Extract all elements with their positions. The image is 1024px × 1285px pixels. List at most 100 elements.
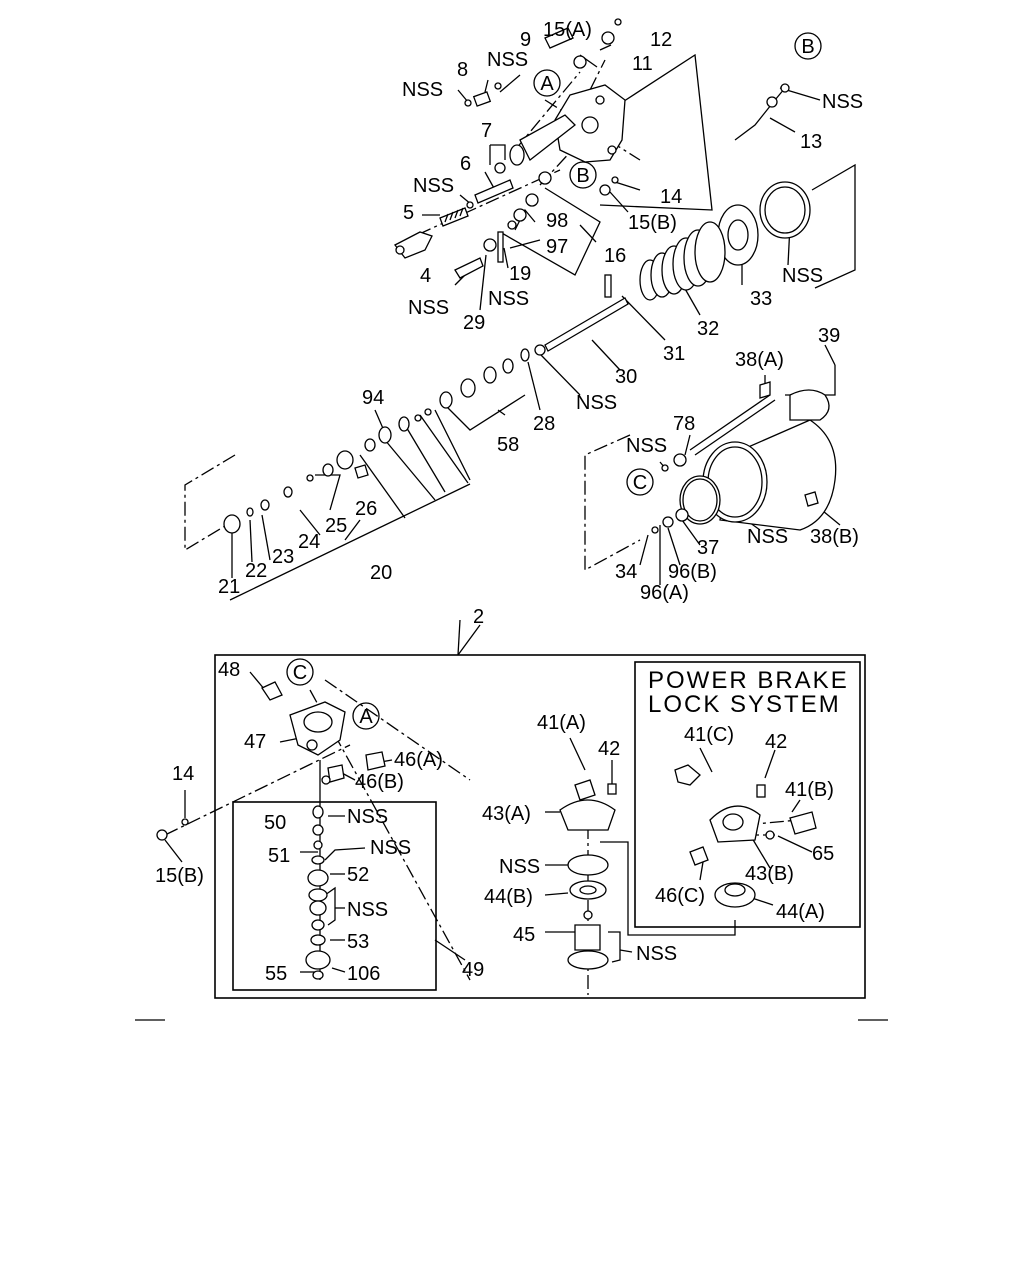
callout-label: NSS	[413, 175, 454, 197]
reference-markers: A B B C C A	[286, 32, 822, 730]
booster-shell	[651, 381, 837, 534]
callout-label: NSS	[402, 79, 443, 101]
callout-label: 78	[673, 413, 695, 435]
ref-marker-c-mid: C	[626, 468, 654, 496]
callout-label: 30	[615, 366, 637, 388]
callout-label: 50	[264, 812, 286, 834]
callout-label: 51	[268, 845, 290, 867]
callout-label: 41(C)	[684, 724, 734, 746]
callout-label: 42	[598, 738, 620, 760]
callout-label: NSS	[822, 91, 863, 113]
callout-label: 43(B)	[745, 863, 794, 885]
callout-label: 106	[347, 963, 380, 985]
callout-label: 46(B)	[355, 771, 404, 793]
valve-subassembly-box	[232, 801, 437, 991]
callout-label: 9	[520, 29, 531, 51]
callout-label: 14	[172, 763, 194, 785]
callout-label: 6	[460, 153, 471, 175]
callout-label: 48	[218, 659, 240, 681]
callout-label: NSS	[408, 297, 449, 319]
svg-text:B: B	[801, 36, 814, 58]
callout-label: NSS	[487, 49, 528, 71]
callout-label: 33	[750, 288, 772, 310]
callout-label: 53	[347, 931, 369, 953]
callout-label: NSS	[488, 288, 529, 310]
callout-label: 24	[298, 531, 320, 553]
callout-label: 26	[355, 498, 377, 520]
master-cylinder-housing	[509, 84, 626, 166]
leader-lines	[184, 44, 856, 656]
callout-label: 47	[244, 731, 266, 753]
callout-label: 32	[697, 318, 719, 340]
callout-label: 46(C)	[655, 885, 705, 907]
callout-label: 49	[462, 959, 484, 981]
callout-label: NSS	[499, 856, 540, 878]
callout-label: 7	[481, 120, 492, 142]
callout-labels: 9 15(A) 12 11 NSS 8 NSS 7 6 NSS 5 4 NSS …	[155, 19, 863, 985]
lock-system-inset	[634, 661, 861, 928]
callout-label: 42	[765, 731, 787, 753]
callout-label: NSS	[370, 837, 411, 859]
callout-label: 28	[533, 413, 555, 435]
inset-title-line1: POWER BRAKE	[648, 667, 849, 694]
callout-label: 11	[632, 53, 653, 75]
lower-parts	[156, 681, 817, 980]
ref-marker-c-lower: C	[286, 658, 314, 686]
callout-label: 44(A)	[776, 901, 825, 923]
callout-label: 15(B)	[155, 865, 204, 887]
callout-label: 52	[347, 864, 369, 886]
callout-label: NSS	[636, 943, 677, 965]
callout-label: 58	[497, 434, 519, 456]
callout-label: 15(A)	[543, 19, 592, 41]
callout-label: 23	[272, 546, 294, 568]
callout-label: NSS	[747, 526, 788, 548]
ref-marker-a-upper: A	[533, 69, 561, 97]
callout-label: 97	[546, 236, 568, 258]
callout-label: 43(A)	[482, 803, 531, 825]
ref-marker-a-lower: A	[352, 702, 380, 730]
callout-label: 2	[473, 606, 484, 628]
small-parts-upper	[394, 18, 811, 362]
callout-label: 39	[818, 325, 840, 347]
small-parts-middle	[223, 358, 514, 534]
callout-label: 38(A)	[735, 349, 784, 371]
svg-text:C: C	[293, 662, 307, 684]
callout-label: 38(B)	[810, 526, 859, 548]
callout-label: 65	[812, 843, 834, 865]
callout-label: 55	[265, 963, 287, 985]
callout-label: 46(A)	[394, 749, 443, 771]
callout-label: 94	[362, 387, 384, 409]
ref-marker-b-upper: B	[794, 32, 822, 60]
callout-label: 12	[650, 29, 672, 51]
callout-label: 31	[663, 343, 685, 365]
callout-label: 96(B)	[668, 561, 717, 583]
inset-title-line2: LOCK SYSTEM	[648, 691, 841, 718]
callout-label: 41(A)	[537, 712, 586, 734]
callout-label: 22	[245, 560, 267, 582]
callout-label: NSS	[347, 806, 388, 828]
callout-label: NSS	[347, 899, 388, 921]
ref-marker-b-mid: B	[569, 161, 597, 189]
svg-text:A: A	[540, 73, 554, 95]
callout-label: 4	[420, 265, 431, 287]
callout-label: NSS	[576, 392, 617, 414]
callout-label: 20	[370, 562, 392, 584]
callout-label: 37	[697, 537, 719, 559]
callout-label: 25	[325, 515, 347, 537]
callout-label: 45	[513, 924, 535, 946]
callout-label: 15(B)	[628, 212, 677, 234]
svg-text:B: B	[576, 165, 589, 187]
callout-label: 98	[546, 210, 568, 232]
callout-label: NSS	[626, 435, 667, 457]
callout-label: 29	[463, 312, 485, 334]
svg-text:A: A	[359, 706, 373, 728]
callout-label: 96(A)	[640, 582, 689, 604]
callout-label: 8	[457, 59, 468, 81]
svg-text:C: C	[633, 472, 647, 494]
callout-label: 13	[800, 131, 822, 153]
callout-label: 44(B)	[484, 886, 533, 908]
callout-label: 41(B)	[785, 779, 834, 801]
callout-label: 19	[509, 263, 531, 285]
